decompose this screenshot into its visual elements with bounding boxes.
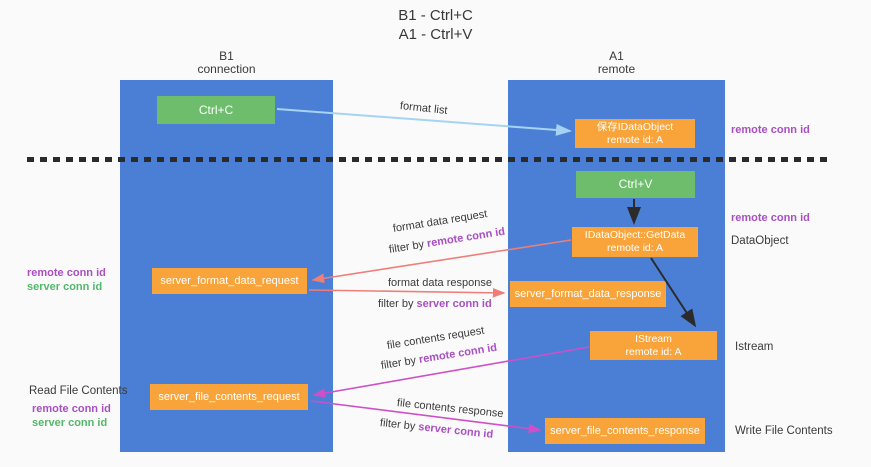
remote-conn-id-annotation-left-2: remote conn id — [32, 403, 111, 415]
remote-conn-id-annotation-top: remote conn id — [731, 124, 810, 136]
server-conn-id-annotation-left-1: server conn id — [27, 281, 103, 293]
server-conn-id-text: server conn id — [417, 421, 494, 441]
format-list-label: format list — [399, 100, 449, 117]
server-format-data-request-box: server_format_data_request — [152, 268, 307, 294]
remote-conn-id-annotation-mid: remote conn id — [731, 212, 810, 224]
server-file-contents-request-box: server_file_contents_request — [150, 384, 308, 410]
filter-by-text: filter by — [379, 417, 419, 433]
idataobject-getdata-line2: remote id: A — [606, 242, 664, 254]
left-column-header: B1 connection — [120, 50, 333, 76]
format-data-response-arrow — [308, 288, 506, 298]
server-format-data-request-label: server_format_data_request — [160, 274, 299, 287]
right-column-header: A1 remote — [508, 50, 725, 76]
filter-by-text: filter by — [378, 298, 417, 310]
server-format-data-response-box: server_format_data_response — [510, 281, 666, 307]
dataobject-annotation: DataObject — [731, 235, 789, 247]
server-file-contents-response-label: server_file_contents_response — [550, 424, 700, 437]
left-column-name: B1 — [219, 49, 234, 63]
title-line-b1: B1 - Ctrl+C — [398, 7, 473, 24]
filter-by-server-conn-id-label-2: filter by server conn id — [379, 417, 493, 441]
server-file-contents-request-label: server_file_contents_request — [158, 390, 300, 403]
left-conn-id-annotation-block-2: remote conn id server conn id — [32, 402, 111, 430]
filter-by-text: filter by — [380, 354, 420, 372]
save-idataobject-box: 保存IDataObject remote id: A — [575, 119, 695, 148]
istream-box: IStream remote id: A — [590, 331, 717, 360]
save-idataobject-line1: 保存IDataObject — [596, 120, 674, 133]
filter-by-text: filter by — [388, 238, 428, 256]
server-file-contents-response-box: server_file_contents_response — [545, 418, 705, 444]
remote-conn-id-text: remote conn id — [426, 225, 506, 250]
server-format-data-response-label: server_format_data_response — [514, 287, 662, 300]
right-column-role: remote — [597, 62, 636, 76]
server-conn-id-text: server conn id — [416, 298, 492, 310]
read-file-contents-annotation: Read File Contents — [29, 385, 128, 397]
ctrl-c-box: Ctrl+C — [157, 96, 275, 124]
file-contents-response-label: file contents response — [396, 397, 505, 421]
right-column-name: A1 — [609, 49, 624, 63]
phase-separator-dashed-line — [27, 157, 830, 162]
remote-conn-id-annotation-left-1: remote conn id — [27, 267, 106, 279]
istream-annotation: Istream — [735, 341, 774, 353]
istream-line2: remote id: A — [625, 345, 682, 358]
write-file-contents-annotation: Write File Contents — [735, 425, 833, 437]
left-conn-id-annotation-block-1: remote conn id server conn id — [27, 266, 106, 294]
server-conn-id-annotation-left-2: server conn id — [32, 417, 108, 429]
idataobject-getdata-box: IDataObject::GetData remote id: A — [572, 227, 698, 257]
title-line-a1: A1 - Ctrl+V — [398, 26, 473, 43]
ctrl-v-label: Ctrl+V — [618, 177, 653, 191]
filter-by-server-conn-id-label-1: filter by server conn id — [378, 298, 492, 310]
ctrl-v-box: Ctrl+V — [576, 171, 695, 198]
diagram-title: B1 - Ctrl+C A1 - Ctrl+V — [0, 6, 871, 44]
ctrl-c-label: Ctrl+C — [198, 102, 234, 117]
remote-conn-id-text: remote conn id — [418, 341, 498, 366]
save-idataobject-line2: remote id: A — [606, 133, 664, 146]
idataobject-getdata-line1: IDataObject::GetData — [584, 229, 686, 241]
left-column-role: connection — [197, 62, 256, 76]
istream-line1: IStream — [635, 332, 672, 345]
format-data-response-label: format data response — [388, 277, 492, 289]
